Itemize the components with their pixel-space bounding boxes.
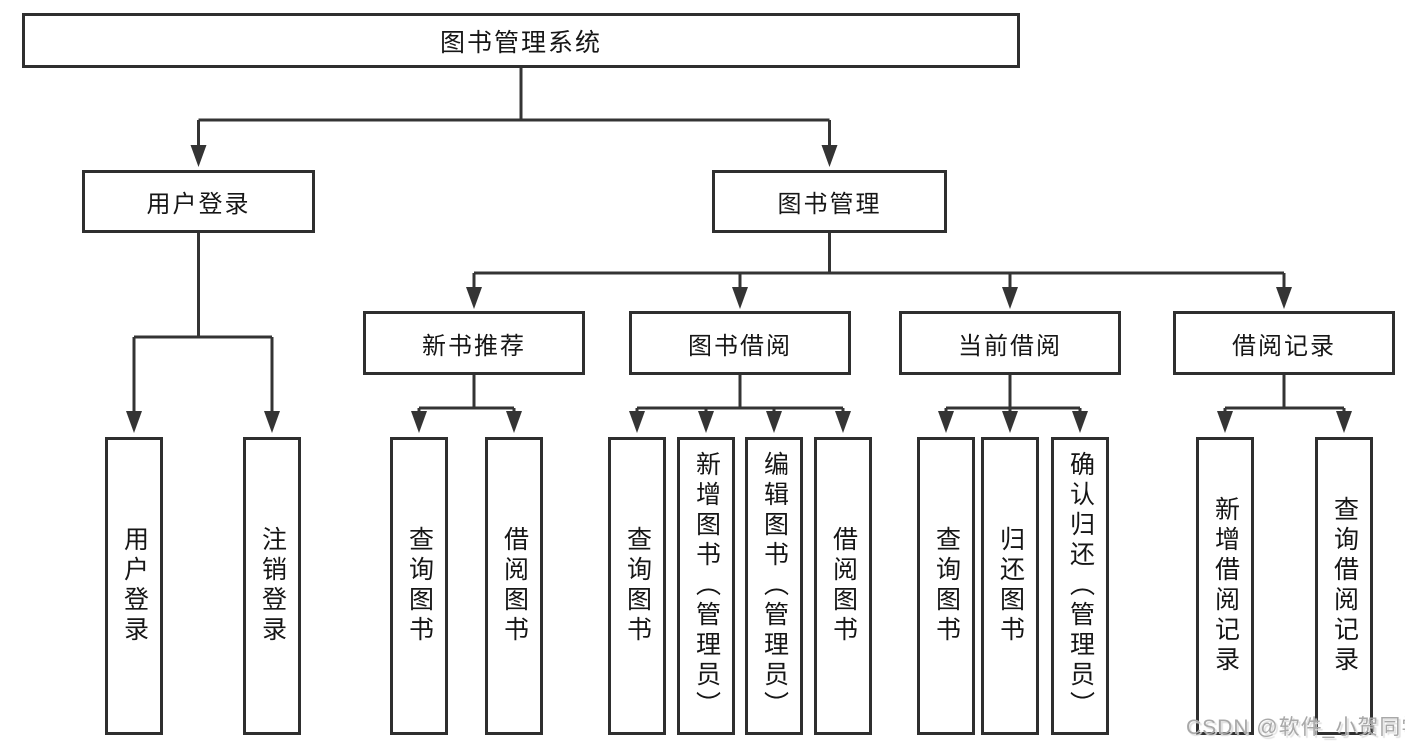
node-label: 查询借阅记录 <box>1330 496 1359 676</box>
node-label: 新增借阅记录 <box>1211 496 1240 676</box>
leaf-add-book-admin: 新增图书（管理员） <box>677 437 735 735</box>
node-label: 查询图书 <box>623 526 652 646</box>
leaf-query-books-recommend: 查询图书 <box>390 437 448 735</box>
connector-book-management <box>466 233 1292 309</box>
connector-new-book-recommend <box>411 375 522 433</box>
node-label: 图书借阅 <box>688 332 792 360</box>
node-label: 注销登录 <box>258 526 287 646</box>
node-label: 图书管理 <box>777 191 882 218</box>
arrowhead <box>938 411 954 433</box>
arrowhead <box>126 411 142 433</box>
node-label: 图书管理系统 <box>439 28 602 57</box>
arrowhead <box>1217 411 1233 433</box>
arrowhead <box>1336 411 1352 433</box>
node-label: 查询图书 <box>405 526 434 646</box>
node-user-login: 用户登录 <box>82 170 315 233</box>
arrowhead <box>411 411 427 433</box>
leaf-borrow-books-recommend: 借阅图书 <box>485 437 543 735</box>
arrowhead <box>1002 411 1018 433</box>
node-label: 新书推荐 <box>422 332 526 360</box>
node-library-management-system: 图书管理系统 <box>22 13 1020 68</box>
leaf-user-login: 用户登录 <box>105 437 163 735</box>
arrowhead <box>264 411 280 433</box>
node-label: 借阅图书 <box>500 526 529 646</box>
connector-current-borrowing <box>938 375 1088 433</box>
node-label: 查询图书 <box>932 526 961 646</box>
node-new-book-recommend: 新书推荐 <box>363 311 585 375</box>
connector-book-borrowing <box>629 375 851 433</box>
node-label: 用户登录 <box>120 526 149 646</box>
arrowhead <box>835 411 851 433</box>
arrowhead <box>698 411 714 433</box>
leaf-add-borrow-record: 新增借阅记录 <box>1196 437 1254 735</box>
node-label: 借阅记录 <box>1232 332 1336 360</box>
arrowhead <box>732 287 748 309</box>
connector-root-to-level2 <box>190 68 838 167</box>
arrowhead <box>506 411 522 433</box>
arrowhead <box>766 411 782 433</box>
arrowhead <box>466 287 482 309</box>
node-label: 新增图书（管理员） <box>692 451 721 721</box>
arrowhead <box>629 411 645 433</box>
arrowhead <box>1276 287 1292 309</box>
node-label: 编辑图书（管理员） <box>760 451 789 721</box>
node-label: 用户登录 <box>146 191 251 218</box>
leaf-query-borrow-record: 查询借阅记录 <box>1315 437 1373 735</box>
connector-user-login <box>126 233 280 433</box>
leaf-edit-book-admin: 编辑图书（管理员） <box>745 437 803 735</box>
leaf-query-books-current: 查询图书 <box>917 437 975 735</box>
leaf-query-books-borrowing: 查询图书 <box>608 437 666 735</box>
leaf-return-books: 归还图书 <box>981 437 1039 735</box>
leaf-borrow-books-borrowing: 借阅图书 <box>814 437 872 735</box>
node-label: 当前借阅 <box>958 332 1062 360</box>
arrowhead <box>190 145 207 167</box>
csdn-watermark: CSDN @软件_小贺同学 <box>1186 716 1405 739</box>
leaf-logout: 注销登录 <box>243 437 301 735</box>
connector-borrowing-records <box>1217 375 1352 433</box>
arrowhead <box>1072 411 1088 433</box>
node-label: 归还图书 <box>996 526 1025 646</box>
node-current-borrowing: 当前借阅 <box>899 311 1121 375</box>
node-book-management: 图书管理 <box>712 170 947 233</box>
arrowhead <box>1002 287 1018 309</box>
node-label: 确认归还（管理员） <box>1066 451 1095 721</box>
node-label: 借阅图书 <box>829 526 858 646</box>
leaf-confirm-return-admin: 确认归还（管理员） <box>1051 437 1109 735</box>
node-borrowing-records: 借阅记录 <box>1173 311 1395 375</box>
node-book-borrowing: 图书借阅 <box>629 311 851 375</box>
arrowhead <box>821 145 838 167</box>
